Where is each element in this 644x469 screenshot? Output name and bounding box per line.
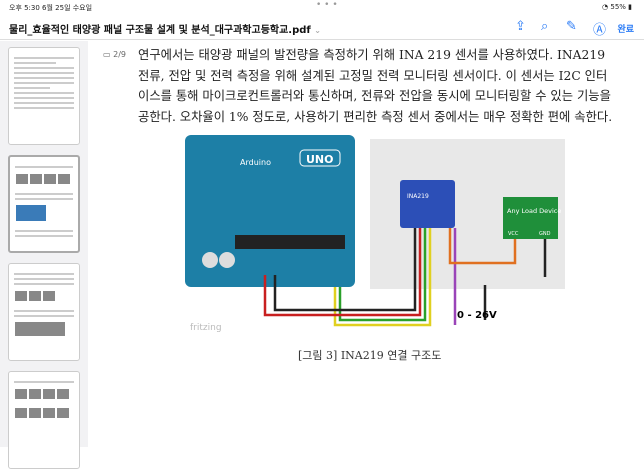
text-line: 전류, 전압 및 전력 측정을 위해 설계된 고정밀 전력 모니터링 센서이다.…	[138, 68, 608, 83]
page-indicator: ▭ 2/9	[103, 50, 126, 59]
annotate-icon[interactable]: Ⓐ	[593, 23, 607, 38]
document-title-text: 물리_효율적인 태양광 패널 구조물 설계 및 분석_대구과학고등학교.pdf	[9, 25, 311, 36]
load-label: Any Load Device	[507, 207, 561, 215]
board-label: UNO	[306, 153, 334, 166]
text-line: 공한다. 오차율이 1% 정도로, 사용하기 편리한 측정 센서 중에서는 매우…	[138, 109, 613, 124]
page-thumbnail[interactable]	[8, 47, 80, 145]
ina219-sensor	[400, 180, 455, 228]
figure-caption: [그림 3] INA219 연결 구조도	[298, 349, 442, 362]
document-title[interactable]: 물리_효율적인 태양광 패널 구조물 설계 및 분석_대구과학고등학교.pdf …	[9, 21, 321, 36]
wiring-diagram: UNO Arduino INA219 Any Load Device VCC G…	[185, 135, 565, 340]
text-line: 이스를 통해 마이크로컨트롤러와 통신하며, 전류와 전압을 동시에 모니터링할…	[138, 89, 611, 103]
chevron-down-icon[interactable]: ⌄	[314, 26, 321, 35]
status-bar: 오후 5:30 6월 25일 수요일 • • • ◔ 55% ▮	[0, 0, 644, 14]
sensor-label: INA219	[407, 193, 429, 200]
gnd-label: GND	[539, 231, 551, 237]
title-bar: 물리_효율적인 태양광 패널 구조물 설계 및 분석_대구과학고등학교.pdf …	[0, 14, 644, 40]
search-icon[interactable]: ⌕	[541, 19, 549, 34]
clock: 오후 5:30 6월 25일 수요일	[9, 4, 93, 12]
document-view[interactable]: ▭ 2/9 연구에서는 태양광 패널의 발전량을 측정하기 위해 INA 219…	[88, 41, 644, 447]
fritzing-watermark: fritzing	[190, 323, 222, 333]
page-thumbnail[interactable]	[8, 263, 80, 361]
multitask-handle[interactable]: • • •	[316, 0, 338, 10]
page-thumbnail-current[interactable]	[8, 155, 80, 253]
text-line: 연구에서는 태양광 패널의 발전량을 측정하기 위해 INA 219 센서를 사…	[138, 48, 606, 62]
battery: ◔ 55% ▮	[602, 3, 632, 11]
load-device	[503, 197, 558, 239]
markup-icon[interactable]: ✎	[566, 19, 577, 34]
brand-label: Arduino	[240, 158, 271, 167]
voltage-label: 0 - 26V	[457, 310, 497, 321]
page-number: 2/9	[113, 50, 126, 59]
page-thumbnail[interactable]	[8, 371, 80, 469]
body-paragraph: 연구에서는 태양광 패널의 발전량을 측정하기 위해 INA 219 센서를 사…	[138, 45, 644, 127]
vcc-label: VCC	[508, 231, 519, 237]
thumbnail-sidebar	[0, 41, 88, 469]
done-button[interactable]: 완료	[617, 25, 634, 35]
battery-level: 55%	[610, 3, 626, 11]
share-icon[interactable]: ⇪	[515, 19, 526, 34]
